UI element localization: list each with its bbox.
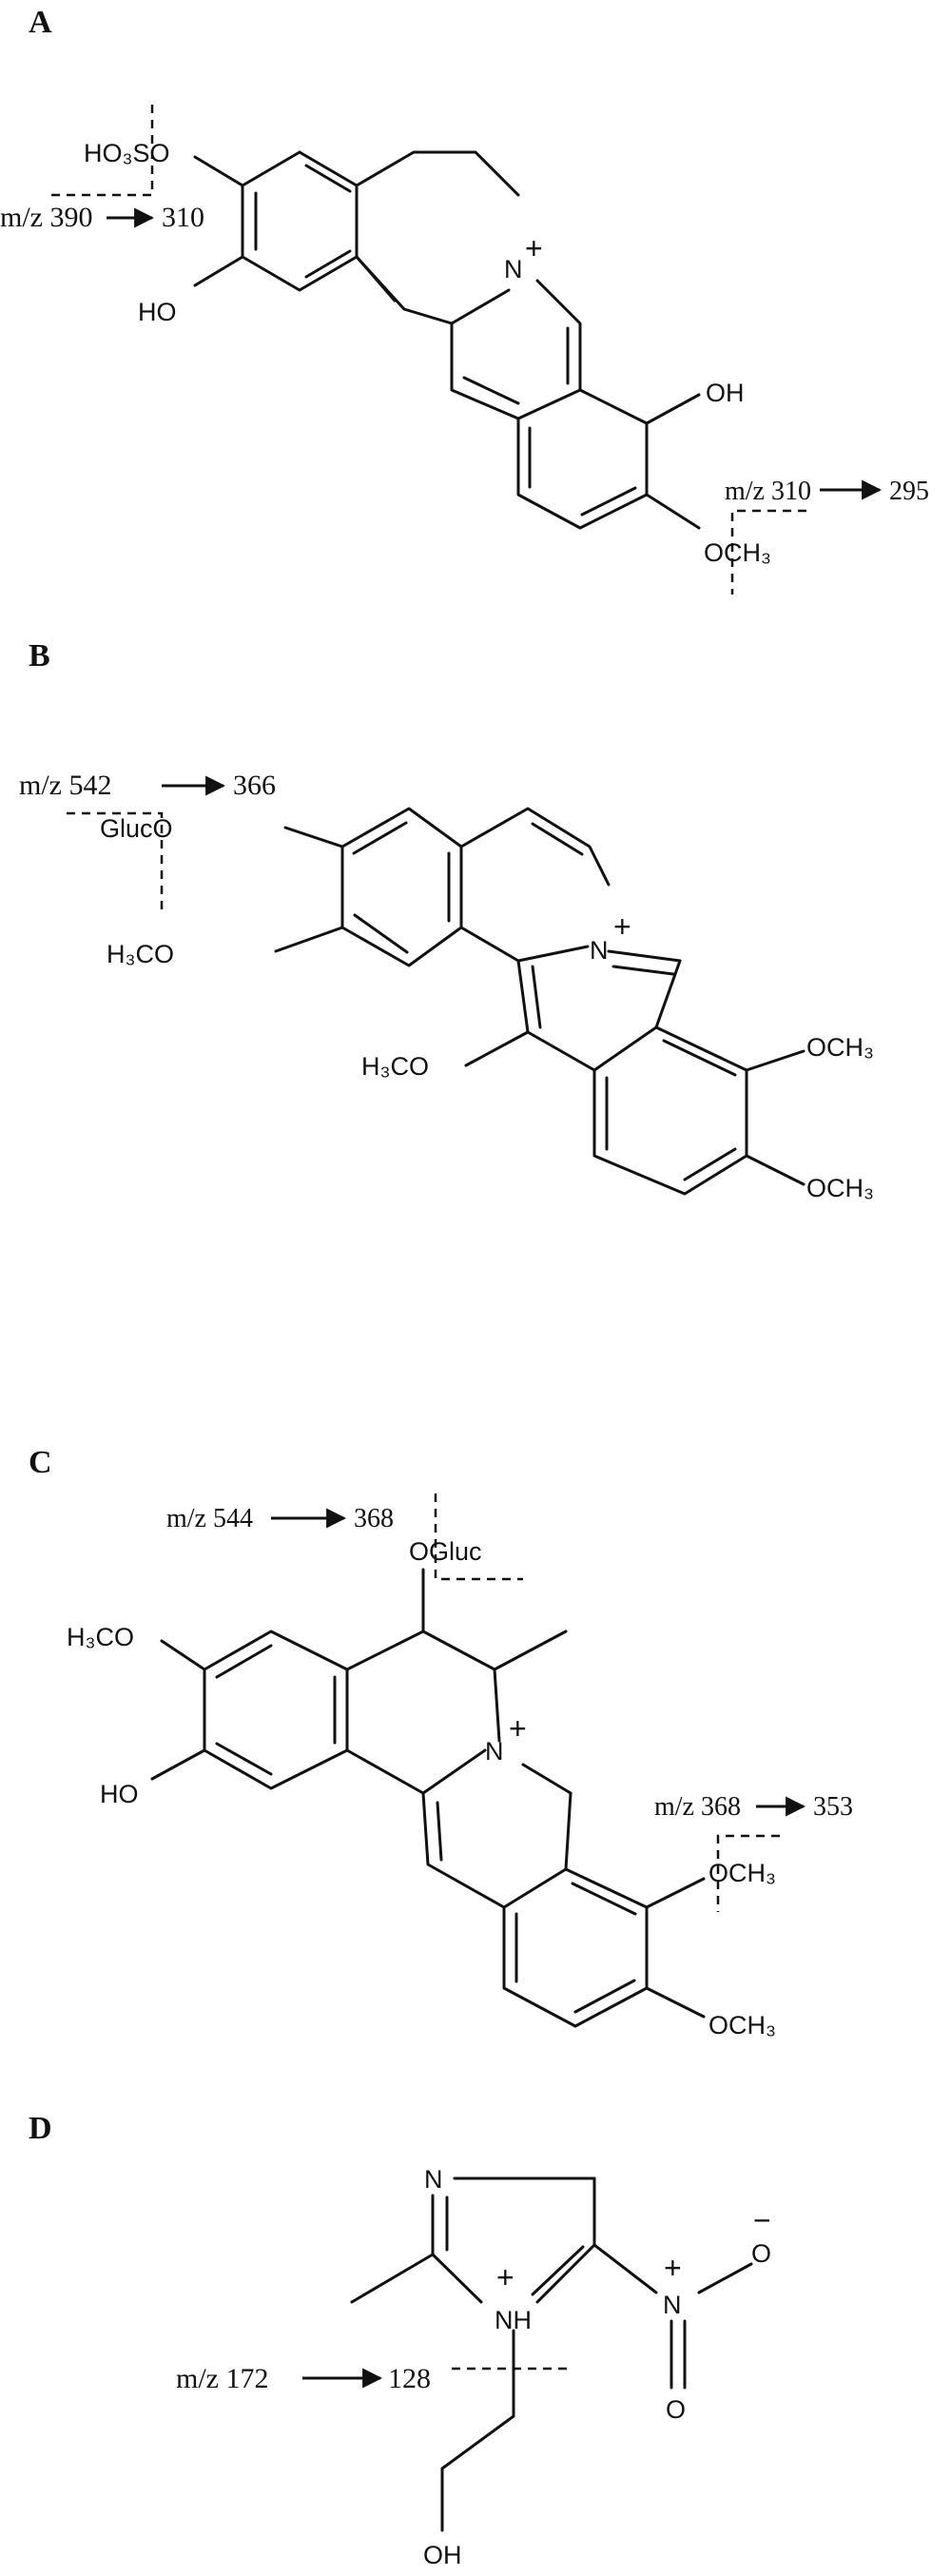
panel-b-frag-1-from: m/z 542	[19, 770, 112, 801]
panel-d-label: D	[29, 2111, 52, 2146]
panel-c-oglucose: OGluc	[409, 1537, 482, 1566]
panel-a-cleavage-left	[48, 105, 154, 197]
panel-d-o-minus: O	[751, 2239, 771, 2268]
panel-a-frag-2-to: 295	[889, 477, 929, 506]
panel-d-imidazole-ring	[431, 2176, 596, 2304]
panel-c-cleavage-top	[434, 1493, 523, 1581]
panel-b-cleavage	[67, 811, 164, 913]
panel-c-h3co: H₃CO	[67, 1623, 134, 1651]
panel-a-ring-pyridinium	[450, 279, 582, 420]
panel-c: C	[29, 1445, 853, 2039]
panel-b-label: B	[29, 638, 50, 673]
panel-d-nh-plus: +	[496, 2260, 514, 2294]
panel-a-cleavage-right	[730, 509, 806, 595]
panel-a-och3: OCH₃	[704, 538, 771, 567]
panel-a-ring-right	[516, 388, 649, 530]
panel-b-ring-third	[516, 949, 682, 1072]
panel-d-nh: NH	[495, 2306, 532, 2334]
panel-b-frag-1-to: 366	[233, 770, 276, 801]
panel-b-n: N	[590, 936, 609, 965]
panel-a-n-plus: +	[525, 231, 543, 265]
panel-a-frag-1-to: 310	[162, 202, 204, 233]
panel-b-ring-middle	[459, 807, 611, 963]
panel-c-ring-right	[502, 1867, 649, 2028]
panel-c-n: N	[485, 1737, 504, 1766]
panel-b: B	[19, 638, 874, 1202]
panel-a-hso3o: HO₃SO	[84, 139, 170, 167]
panel-c-n-plus: +	[509, 1711, 527, 1746]
panel-d-n-nitro-plus: +	[664, 2251, 682, 2285]
panel-b-ring-left	[340, 807, 463, 967]
panel-b-och3-2: OCH₃	[806, 1174, 874, 1202]
panel-c-och3-2: OCH₃	[708, 2011, 776, 2039]
panel-c-ho: HO	[100, 1780, 139, 1808]
panel-a-frag-1-from: m/z 390	[0, 202, 93, 233]
panel-c-label: C	[29, 1445, 52, 1480]
panel-b-ring-right	[592, 1025, 748, 1196]
panel-a-label: A	[29, 5, 52, 40]
panel-d-minus: −	[753, 2203, 771, 2237]
panel-c-ring-third	[421, 1763, 573, 1909]
panel-c-frag-2-from: m/z 368	[654, 1792, 741, 1822]
panel-a: A	[0, 5, 929, 595]
panel-d-n-ring: N	[424, 2165, 443, 2194]
panel-d-frag-1-to: 128	[388, 2363, 431, 2394]
panel-a-ring-left	[241, 150, 359, 292]
panel-d-o-double: O	[666, 2395, 686, 2424]
panel-a-ho-left: HO	[138, 298, 177, 326]
panel-a-frag-2-from: m/z 310	[725, 477, 811, 506]
panel-c-ring-left	[203, 1630, 349, 1790]
panel-b-n-plus: +	[613, 909, 631, 944]
panel-c-frag-1-from: m/z 544	[166, 1504, 253, 1533]
panel-b-h3co-2: H₃CO	[361, 1052, 429, 1081]
panel-c-och3-1: OCH₃	[708, 1859, 776, 1887]
panel-b-och3-1: OCH₃	[806, 1033, 874, 1062]
panel-d-n-nitro: N	[663, 2291, 682, 2319]
panel-c-ring-middle	[345, 1630, 501, 1795]
panel-a-oh-right: OH	[706, 379, 745, 407]
panel-d: D N NH + N + O − O OH m/z	[29, 2111, 771, 2569]
panel-c-frag-1-to: 368	[354, 1504, 394, 1533]
panel-d-frag-1-from: m/z 172	[176, 2363, 269, 2394]
panel-c-cleavage-right	[716, 1834, 780, 1912]
panel-d-oh: OH	[423, 2541, 462, 2569]
panel-a-ring-middle	[355, 150, 520, 325]
panel-b-h3co-1: H₃CO	[107, 940, 174, 968]
panel-a-n: N	[504, 255, 523, 283]
panel-c-frag-2-to: 353	[813, 1792, 853, 1822]
